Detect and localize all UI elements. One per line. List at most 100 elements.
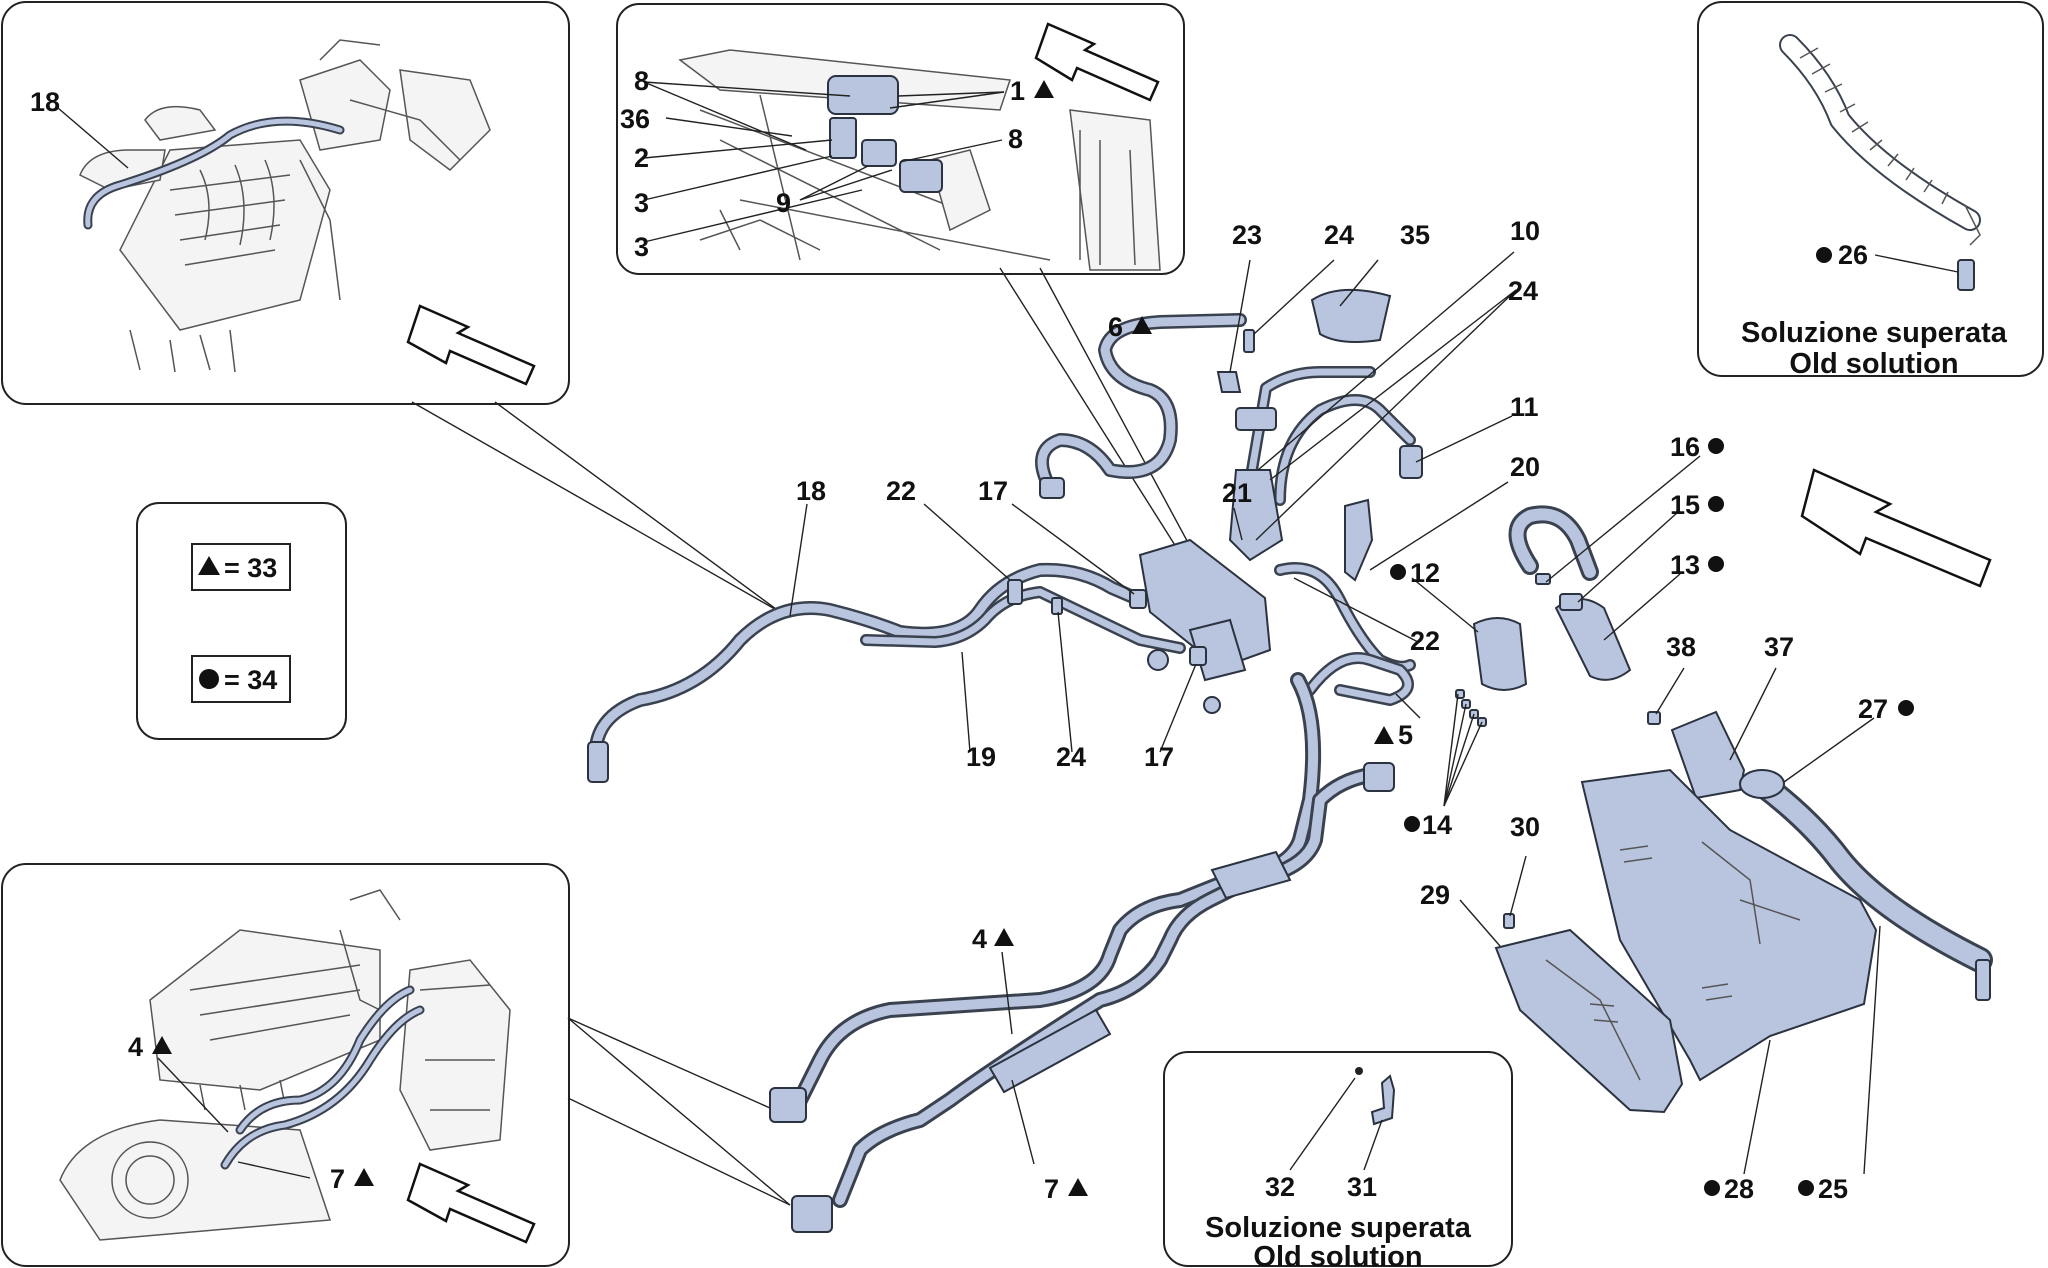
hose-24 bbox=[1274, 394, 1416, 506]
label-16: 16 bbox=[1670, 432, 1700, 462]
connector-5-end bbox=[1363, 762, 1395, 792]
main-parts bbox=[1007, 288, 1993, 1114]
triangle-icon bbox=[152, 1036, 172, 1054]
label-31: 31 bbox=[1347, 1172, 1377, 1202]
direction-arrow-icon bbox=[406, 1162, 536, 1244]
circle-icon bbox=[1708, 556, 1724, 572]
triangle-icon bbox=[1132, 316, 1152, 334]
label-15: 15 bbox=[1670, 490, 1700, 520]
heat-shield-35 bbox=[1310, 288, 1392, 343]
clip-23 bbox=[1216, 371, 1242, 393]
direction-arrow-icon bbox=[406, 304, 536, 386]
circle-icon bbox=[199, 669, 219, 689]
old-solution-caption-en: Old solution bbox=[1253, 1241, 1422, 1268]
label-25: 25 bbox=[1818, 1174, 1848, 1204]
label-22-a: 22 bbox=[886, 476, 916, 506]
label-19: 19 bbox=[966, 742, 996, 772]
main-hoses bbox=[587, 313, 1416, 1233]
hose-22 bbox=[1274, 562, 1416, 673]
label-12: 12 bbox=[1410, 558, 1440, 588]
label-18: 18 bbox=[796, 476, 826, 506]
screw-32 bbox=[1355, 1067, 1363, 1075]
main-labels: 23 24 35 10 24 6 11 18 22 17 21 20 16 15… bbox=[796, 216, 1914, 1204]
label-36: 36 bbox=[620, 104, 650, 134]
inset-bottom-left: 4 7 bbox=[1, 863, 570, 1267]
label-23: 23 bbox=[1232, 220, 1262, 250]
label-38: 38 bbox=[1666, 632, 1696, 662]
inset-leaders bbox=[411, 267, 1193, 1206]
label-14: 14 bbox=[1422, 810, 1452, 840]
label-20: 20 bbox=[1510, 452, 1540, 482]
triangle-icon bbox=[1068, 1178, 1088, 1196]
label-29: 29 bbox=[1420, 880, 1450, 910]
triangle-icon bbox=[198, 556, 220, 575]
old-solution-caption-it: Soluzione superata bbox=[1741, 317, 2008, 349]
label-3-b: 3 bbox=[634, 232, 649, 262]
label-11: 11 bbox=[1510, 392, 1539, 422]
label-8-b: 8 bbox=[1008, 124, 1023, 154]
circle-icon bbox=[1708, 438, 1724, 454]
old-solution-caption-it: Soluzione superata bbox=[1205, 1212, 1472, 1244]
label-30: 30 bbox=[1510, 812, 1540, 842]
label-27: 27 bbox=[1858, 694, 1888, 724]
triangle-icon bbox=[1034, 80, 1054, 98]
clip-17-a bbox=[1129, 589, 1147, 609]
inset-top-right: 26 Soluzione superata Old solution bbox=[1697, 1, 2044, 380]
bracket-29 bbox=[1494, 928, 1684, 1114]
direction-arrow-icon bbox=[1800, 468, 1992, 588]
bracket-20 bbox=[1344, 498, 1374, 582]
circle-icon bbox=[1798, 1180, 1814, 1196]
connector-4-end bbox=[769, 1087, 807, 1123]
label-24-c: 24 bbox=[1056, 742, 1086, 772]
circle-icon bbox=[1704, 1180, 1720, 1196]
inset-top-center: 8 36 2 3 9 3 1 8 bbox=[616, 3, 1185, 275]
label-13: 13 bbox=[1670, 550, 1700, 580]
fitting-26 bbox=[1957, 259, 1975, 291]
screw-24 bbox=[1051, 597, 1063, 615]
old-solution-caption-en: Old solution bbox=[1789, 348, 1958, 380]
engine-tank-sketch bbox=[59, 889, 511, 1241]
label-10: 10 bbox=[1510, 216, 1540, 246]
label-24-b: 24 bbox=[1508, 276, 1538, 306]
bracket-2 bbox=[829, 117, 857, 159]
label-32: 32 bbox=[1265, 1172, 1295, 1202]
hose-6 bbox=[1035, 313, 1247, 495]
label-37: 37 bbox=[1764, 632, 1794, 662]
valve-8 bbox=[899, 159, 943, 193]
circle-icon bbox=[1898, 700, 1914, 716]
label-5: 5 bbox=[1398, 720, 1413, 750]
triangle-icon bbox=[1374, 726, 1394, 744]
label-7: 7 bbox=[1044, 1174, 1059, 1204]
label-21: 21 bbox=[1222, 478, 1252, 508]
clip-9 bbox=[861, 139, 897, 167]
filler-neck-27 bbox=[1739, 769, 1785, 799]
circle-icon bbox=[1404, 816, 1420, 832]
label-28: 28 bbox=[1724, 1174, 1754, 1204]
label-8-a: 8 bbox=[634, 66, 649, 96]
screw-30 bbox=[1503, 913, 1515, 929]
legend-triangle-text: = 33 bbox=[224, 553, 277, 583]
legend-box: = 33 = 34 bbox=[136, 502, 347, 740]
label-9: 9 bbox=[776, 188, 791, 218]
bracket-31 bbox=[1370, 1074, 1396, 1126]
screw-38 bbox=[1647, 711, 1661, 725]
label-17-b: 17 bbox=[1144, 742, 1174, 772]
circle-icon bbox=[1390, 564, 1406, 580]
label-35: 35 bbox=[1400, 220, 1430, 250]
clamp-15 bbox=[1559, 593, 1583, 611]
inset-bottom-center: 32 31 Soluzione superata Old solution bbox=[1163, 1051, 1513, 1268]
label-2: 2 bbox=[634, 143, 649, 173]
inset-top-left: 18 bbox=[1, 1, 570, 405]
main-leaders bbox=[789, 251, 1881, 1175]
circle-icon bbox=[1708, 496, 1724, 512]
fitting-11 bbox=[1399, 445, 1423, 479]
label-7-inset: 7 bbox=[330, 1164, 345, 1194]
label-1: 1 bbox=[1010, 76, 1025, 106]
pump-12 bbox=[1472, 617, 1528, 691]
bracket-21 bbox=[1228, 469, 1284, 562]
clip-17-b bbox=[1189, 646, 1207, 666]
connector-7-end bbox=[791, 1195, 833, 1233]
direction-arrow-icon bbox=[1034, 22, 1160, 102]
label-22-b: 22 bbox=[1410, 626, 1440, 656]
